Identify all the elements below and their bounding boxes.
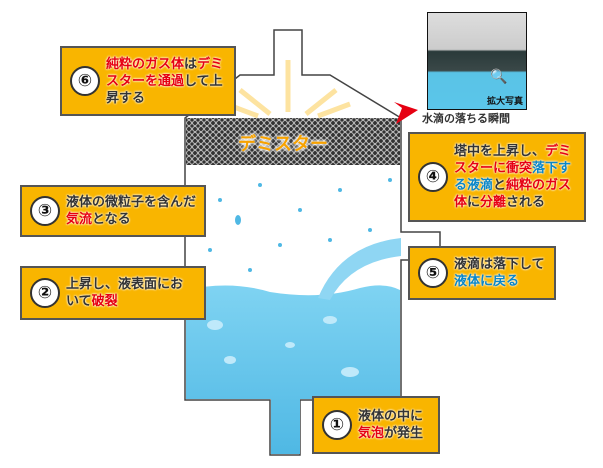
callout-text-part: 上昇し、液表面において [66, 277, 184, 309]
step-number: ⑤ [418, 258, 448, 288]
magnifier-icon: 🔍 [490, 69, 508, 85]
callout-text-part: 破裂 [91, 294, 118, 309]
callout-text-part: 落下する液滴 [454, 161, 572, 193]
callout-text-part: となる [92, 212, 131, 227]
demister-mesh [186, 118, 400, 165]
callout-text-part: 液体の微粒子を含んだ [66, 195, 197, 210]
droplets [208, 178, 392, 272]
callout-text-part: 気泡 [358, 426, 385, 441]
step-number: ② [30, 278, 60, 308]
callout-text-part: 液体の中に [358, 409, 424, 424]
callout-text-part: デミスターに衝突 [454, 144, 572, 176]
step-number: ① [322, 410, 352, 440]
callout-text-part: に [467, 195, 481, 210]
callout-text-part: 分離 [480, 195, 507, 210]
callout-text: 上昇し、液表面において破裂 [66, 276, 196, 310]
callout-text-part: は [184, 56, 198, 72]
callout-text: 液体の微粒子を含んだ気流となる [66, 194, 196, 228]
callout-text-part: される [506, 195, 546, 210]
callout-text-part: が発生 [384, 426, 424, 441]
callout-text-part: デミスターを通過 [106, 56, 224, 89]
callout-text-part: と [493, 178, 507, 193]
step-number: ⑥ [70, 66, 100, 96]
step-number: ③ [30, 196, 60, 226]
callout-text: 液体の中に気泡が発生 [358, 408, 430, 442]
callout-text-part: して上昇する [106, 73, 223, 106]
return-flow-arrow [318, 238, 401, 300]
callout-text-part: 純粋のガス体 [454, 178, 572, 210]
callout-text-part: 液体に戻る [454, 274, 520, 289]
demister-label: デミスター [238, 134, 328, 155]
bubbles [207, 316, 359, 377]
step-number: ④ [418, 162, 448, 192]
zoom-label: 拡大写真 [486, 97, 523, 107]
callout-text: 塔中を上昇し、デミスターに衝突落下する液滴と純粋のガス体に分離される [454, 143, 576, 211]
red-pointer-arrow [394, 102, 418, 124]
callout-text: 純粋のガス体はデミスターを通過して上昇する [106, 56, 226, 107]
callout-text-part: 純粋のガス体 [106, 56, 185, 72]
callout-text-part: 塔中を上昇し、 [454, 144, 546, 159]
liquid [186, 285, 400, 454]
callout-text-part: 液滴は落下して [454, 257, 545, 272]
callout-text-part: 気流 [66, 212, 93, 227]
callout-text: 液滴は落下して液体に戻る [454, 256, 546, 290]
photo-caption: 水滴の落ちる瞬間 [422, 112, 510, 125]
zoom-photo[interactable]: 🔍 拡大写真 [427, 12, 527, 110]
